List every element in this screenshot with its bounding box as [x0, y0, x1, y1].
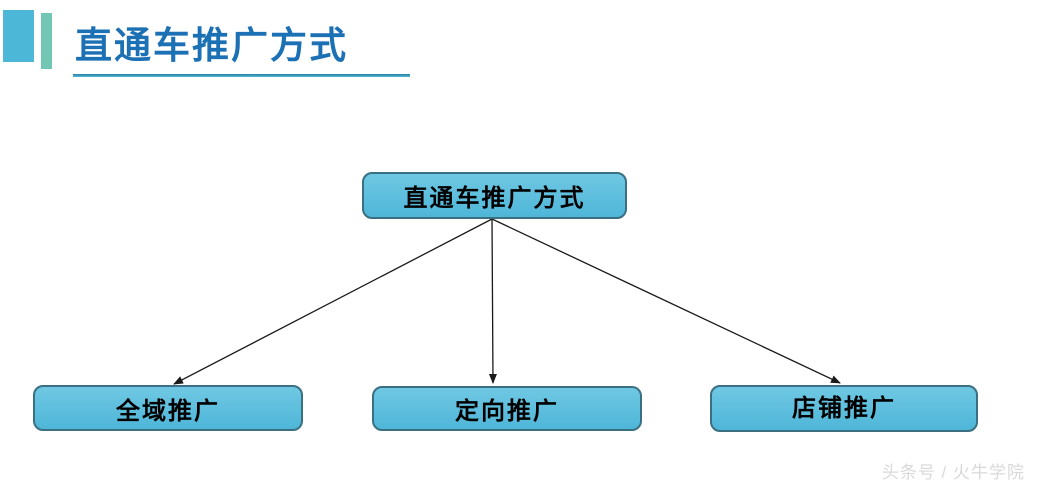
header-accent-bar-large — [3, 10, 34, 62]
diagram-node-quanyu-label: 全域推广 — [116, 397, 220, 425]
arrow-root-to-right — [491, 218, 841, 384]
diagram-node-dianpu-label: 店铺推广 — [792, 395, 896, 422]
header-accent-bar-small — [41, 13, 52, 69]
diagram-node-root: 直通车推广方式 — [362, 172, 627, 219]
diagram-node-dingxiang-label: 定向推广 — [455, 398, 559, 425]
diagram-node-dianpu: 店铺推广 — [710, 385, 978, 432]
arrow-root-to-middle — [488, 218, 497, 384]
diagram-node-quanyu: 全域推广 — [33, 385, 303, 431]
slide-title: 直通车推广方式 — [75, 25, 348, 66]
diagram-node-dingxiang: 定向推广 — [372, 386, 642, 431]
title-underline — [73, 74, 410, 77]
watermark: 头条号 / 火牛学院 — [881, 463, 1025, 482]
arrow-root-to-left — [173, 218, 493, 385]
diagram-node-root-label: 直通车推广方式 — [403, 185, 586, 212]
